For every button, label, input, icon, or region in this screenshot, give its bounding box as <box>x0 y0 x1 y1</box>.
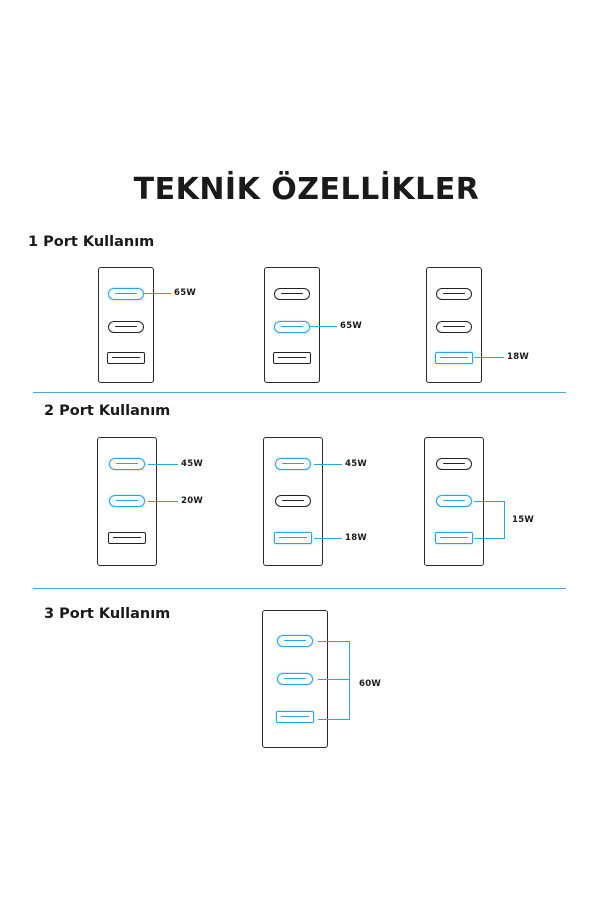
output-wattage-label: 65W <box>174 288 197 298</box>
usb-a-port <box>435 352 473 364</box>
usb-a-port <box>107 352 145 364</box>
output-wattage-label: 45W <box>181 459 204 469</box>
output-connector-line <box>318 679 349 680</box>
section-heading-1-port: 1 Port Kullanım <box>28 234 155 250</box>
usb-c-port-1 <box>274 288 310 300</box>
output-connector-line <box>318 719 349 720</box>
charger-diagram <box>97 437 157 566</box>
page-title: TEKNİK ÖZELLİKLER <box>133 172 480 207</box>
output-connector-line <box>148 501 178 502</box>
usb-c-port-1 <box>275 458 311 470</box>
charger-diagram <box>263 437 323 566</box>
output-wattage-label: 18W <box>507 352 530 362</box>
output-wattage-label: 65W <box>340 321 363 331</box>
usb-c-port-1 <box>108 288 144 300</box>
usb-c-port-2 <box>274 321 310 333</box>
output-connector-line <box>318 641 349 642</box>
charger-diagram <box>262 610 328 748</box>
usb-c-port-2 <box>436 321 472 333</box>
output-wattage-label: 60W <box>359 679 382 689</box>
usb-c-port-2 <box>275 495 311 507</box>
charger-diagram <box>426 267 482 383</box>
output-wattage-label: 18W <box>345 533 368 543</box>
output-bracket-line <box>504 501 505 539</box>
usb-a-port <box>108 532 146 544</box>
usb-c-port-1 <box>436 458 472 470</box>
output-connector-line <box>310 326 337 327</box>
output-connector-line <box>144 293 171 294</box>
output-connector-line <box>148 464 178 465</box>
section-divider <box>33 588 566 589</box>
section-divider <box>33 392 566 393</box>
usb-a-port <box>273 352 311 364</box>
output-wattage-label: 45W <box>345 459 368 469</box>
output-wattage-label: 20W <box>181 496 204 506</box>
output-connector-line <box>474 357 504 358</box>
output-wattage-label: 15W <box>512 515 535 525</box>
output-connector-line <box>474 538 504 539</box>
usb-c-port-2 <box>108 321 144 333</box>
output-connector-line <box>314 464 342 465</box>
usb-a-port <box>274 532 312 544</box>
output-connector-line <box>314 538 342 539</box>
section-heading-2-port: 2 Port Kullanım <box>44 403 171 419</box>
usb-c-port-1 <box>436 288 472 300</box>
output-bracket-line <box>349 641 350 720</box>
usb-a-port <box>276 711 314 723</box>
usb-c-port-2 <box>109 495 145 507</box>
usb-c-port-1 <box>109 458 145 470</box>
usb-a-port <box>435 532 473 544</box>
usb-c-port-2 <box>436 495 472 507</box>
section-heading-3-port: 3 Port Kullanım <box>44 606 171 622</box>
output-connector-line <box>474 501 504 502</box>
usb-c-port-1 <box>277 635 313 647</box>
usb-c-port-2 <box>277 673 313 685</box>
charger-diagram <box>98 267 154 383</box>
charger-diagram <box>264 267 320 383</box>
